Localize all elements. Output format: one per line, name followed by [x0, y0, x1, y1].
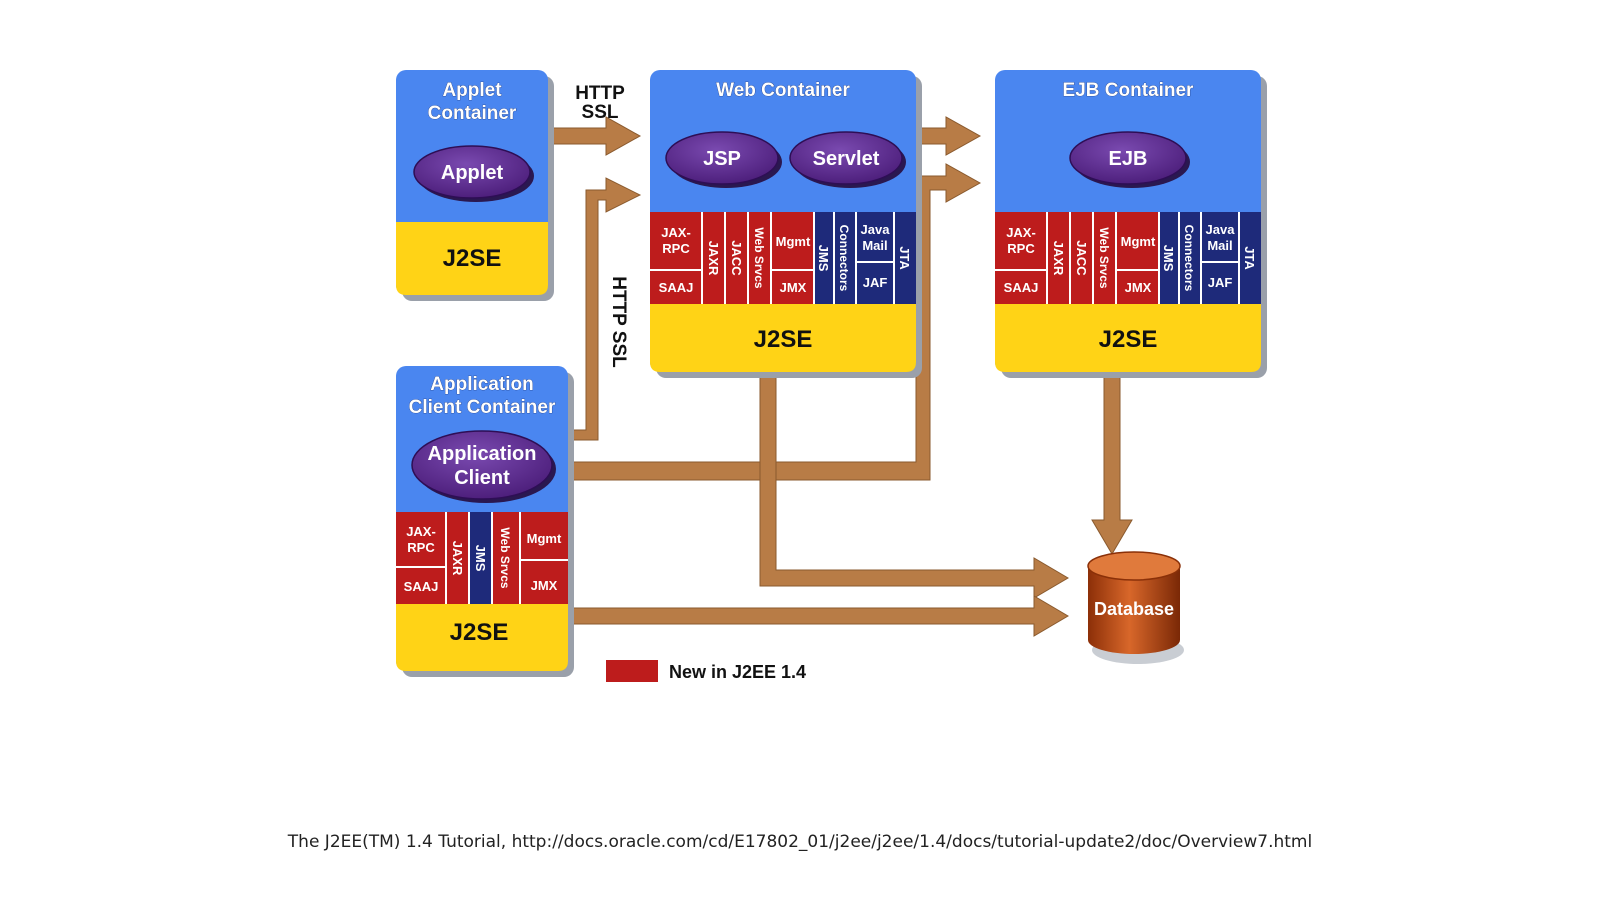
web-api-jta: JTA [897, 246, 912, 270]
ejb-api-jms: JMS [1161, 245, 1176, 272]
web-api-jms: JMS [816, 245, 831, 272]
ejb-api-jaxr: JAXR [1051, 241, 1066, 276]
database-label: Database [1094, 599, 1174, 619]
ejb-api-saaj: SAAJ [1004, 280, 1039, 295]
web-api-saaj: SAAJ [659, 280, 694, 295]
client-api-mgmt: Mgmt [527, 531, 562, 546]
client-api-jmx: JMX [531, 578, 558, 593]
web-api-mgmt: Mgmt [776, 234, 811, 249]
web-api-jaxr: JAXR [706, 241, 721, 276]
arrow-client-to-web [561, 177, 642, 441]
legend-label: New in J2EE 1.4 [669, 662, 806, 682]
ejb-api-jaxrpc-line2: RPC [1007, 241, 1035, 256]
database-cylinder: Database [1087, 551, 1184, 664]
web-api-jaxrpc-line2: RPC [662, 241, 690, 256]
ejb-j2se-label: J2SE [1099, 326, 1158, 353]
applet-component: Applet [441, 162, 504, 184]
applet-container-title-line1: Applet [442, 80, 502, 101]
web-api-javamail-line2: Mail [862, 238, 887, 253]
applet-container: Applet Container Applet J2SE [396, 70, 554, 301]
web-api-websrvcs: Web Srvcs [752, 227, 766, 288]
client-api-saaj: SAAJ [404, 579, 439, 594]
servlet-component: Servlet [813, 148, 880, 170]
ejb-container-title: EJB Container [1063, 80, 1195, 101]
arrow-web-to-database [759, 367, 1069, 599]
ejb-container: JAX- RPC SAAJ JAXR JACC Web Srvcs Mgmt J… [995, 70, 1267, 378]
jsp-component: JSP [703, 148, 741, 170]
client-api-jaxrpc-line2: RPC [407, 540, 435, 555]
ejb-api-jmx: JMX [1125, 280, 1152, 295]
web-api-jmx: JMX [780, 280, 807, 295]
web-api-jaf: JAF [863, 275, 888, 290]
app-client-component-line1: Application [428, 443, 537, 465]
source-caption: The J2EE(TM) 1.4 Tutorial, http://docs.o… [287, 832, 1313, 852]
client-api-websrvcs: Web Srvcs [498, 527, 512, 588]
arrow-ejb-to-database [1091, 367, 1133, 555]
web-api-connectors: Connectors [837, 225, 851, 292]
client-api-jaxrpc-line1: JAX- [406, 524, 436, 539]
ejb-api-javamail-line1: Java [1206, 222, 1236, 237]
web-j2se-label: J2SE [754, 326, 813, 353]
web-api-javamail-line1: Java [861, 222, 891, 237]
client-api-jaxr: JAXR [450, 541, 465, 576]
client-container-title-line2: Client Container [409, 397, 556, 418]
ejb-api-jaf: JAF [1208, 275, 1233, 290]
ejb-api-javamail-line2: Mail [1207, 238, 1232, 253]
app-client-component-line2: Client [454, 467, 510, 489]
ejb-api-connectors: Connectors [1182, 225, 1196, 292]
applet-j2se-label: J2SE [443, 245, 502, 272]
web-api-jacc: JACC [729, 240, 744, 276]
ejb-api-websrvcs: Web Srvcs [1097, 227, 1111, 288]
ejb-api-jaxrpc-line1: JAX- [1006, 225, 1036, 240]
web-container-title: Web Container [716, 80, 850, 101]
client-j2se-label: J2SE [450, 619, 509, 646]
ejb-component: EJB [1109, 148, 1148, 170]
http-ssl-label-line1: HTTP [575, 83, 625, 104]
ejb-api-jta: JTA [1242, 246, 1257, 270]
ejb-api-mgmt: Mgmt [1121, 234, 1156, 249]
client-container-title-line1: Application [430, 374, 533, 395]
http-ssl-vertical-label: HTTP SSL [608, 276, 629, 368]
ejb-api-jacc: JACC [1074, 240, 1089, 276]
arrow-client-to-database [561, 595, 1069, 637]
app-client-container: JAX- RPC SAAJ JAXR JMS Web Srvcs Mgmt JM… [396, 366, 574, 677]
legend-swatch [606, 660, 658, 682]
applet-container-title-line2: Container [428, 103, 517, 124]
web-container: JAX- RPC SAAJ JAXR JACC Web Srvcs Mgmt J… [650, 70, 922, 378]
legend: New in J2EE 1.4 [606, 660, 806, 682]
client-api-jms: JMS [473, 545, 488, 572]
http-ssl-label-line2: SSL [582, 102, 619, 123]
web-api-jaxrpc-line1: JAX- [661, 225, 691, 240]
